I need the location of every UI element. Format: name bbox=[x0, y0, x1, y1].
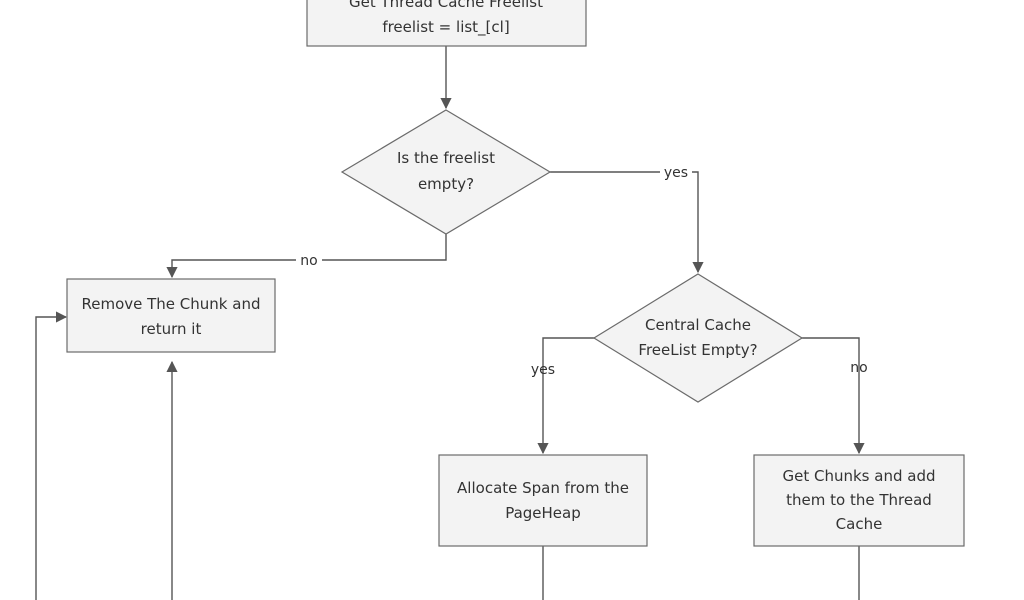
label-freelist-no: no bbox=[300, 253, 317, 269]
node-get-chunks-line3: Cache bbox=[836, 515, 883, 533]
node-get-freelist-line1: Get Thread Cache Freelist bbox=[349, 0, 543, 11]
label-central-no: no bbox=[850, 360, 867, 376]
node-remove-chunk-line1: Remove The Chunk and bbox=[82, 295, 261, 313]
node-remove-chunk-line2: return it bbox=[141, 320, 202, 338]
edge-return-left bbox=[35, 311, 68, 600]
node-freelist-empty-line1: Is the freelist bbox=[397, 149, 495, 167]
edge-central-yes bbox=[537, 337, 596, 455]
node-allocate-span-line1: Allocate Span from the bbox=[457, 479, 629, 497]
node-get-chunks-line2: them to the Thread bbox=[786, 491, 932, 509]
node-get-chunks-line1: Get Chunks and add bbox=[783, 467, 936, 485]
node-central-cache-decision: Central Cache FreeList Empty? bbox=[592, 273, 804, 403]
node-freelist-empty-decision: Is the freelist empty? bbox=[340, 109, 552, 235]
node-allocate-span: Allocate Span from the PageHeap bbox=[438, 454, 648, 547]
label-freelist-yes: yes bbox=[664, 165, 688, 181]
node-remove-chunk: Remove The Chunk and return it bbox=[66, 278, 276, 353]
node-get-chunks: Get Chunks and add them to the Thread Ca… bbox=[753, 454, 965, 547]
node-allocate-span-line2: PageHeap bbox=[505, 504, 581, 522]
node-central-cache-line2: FreeList Empty? bbox=[638, 341, 757, 359]
edge-central-no bbox=[800, 337, 865, 455]
node-get-freelist: Get Thread Cache Freelist freelist = lis… bbox=[306, 0, 587, 47]
edge-freelist-yes bbox=[550, 171, 704, 274]
node-central-cache-line1: Central Cache bbox=[645, 316, 751, 334]
edge-labels: yes no yes no bbox=[296, 163, 868, 378]
node-freelist-empty-line2: empty? bbox=[418, 175, 474, 193]
label-central-yes: yes bbox=[531, 362, 555, 378]
node-get-freelist-line2: freelist = list_[cl] bbox=[382, 18, 509, 37]
